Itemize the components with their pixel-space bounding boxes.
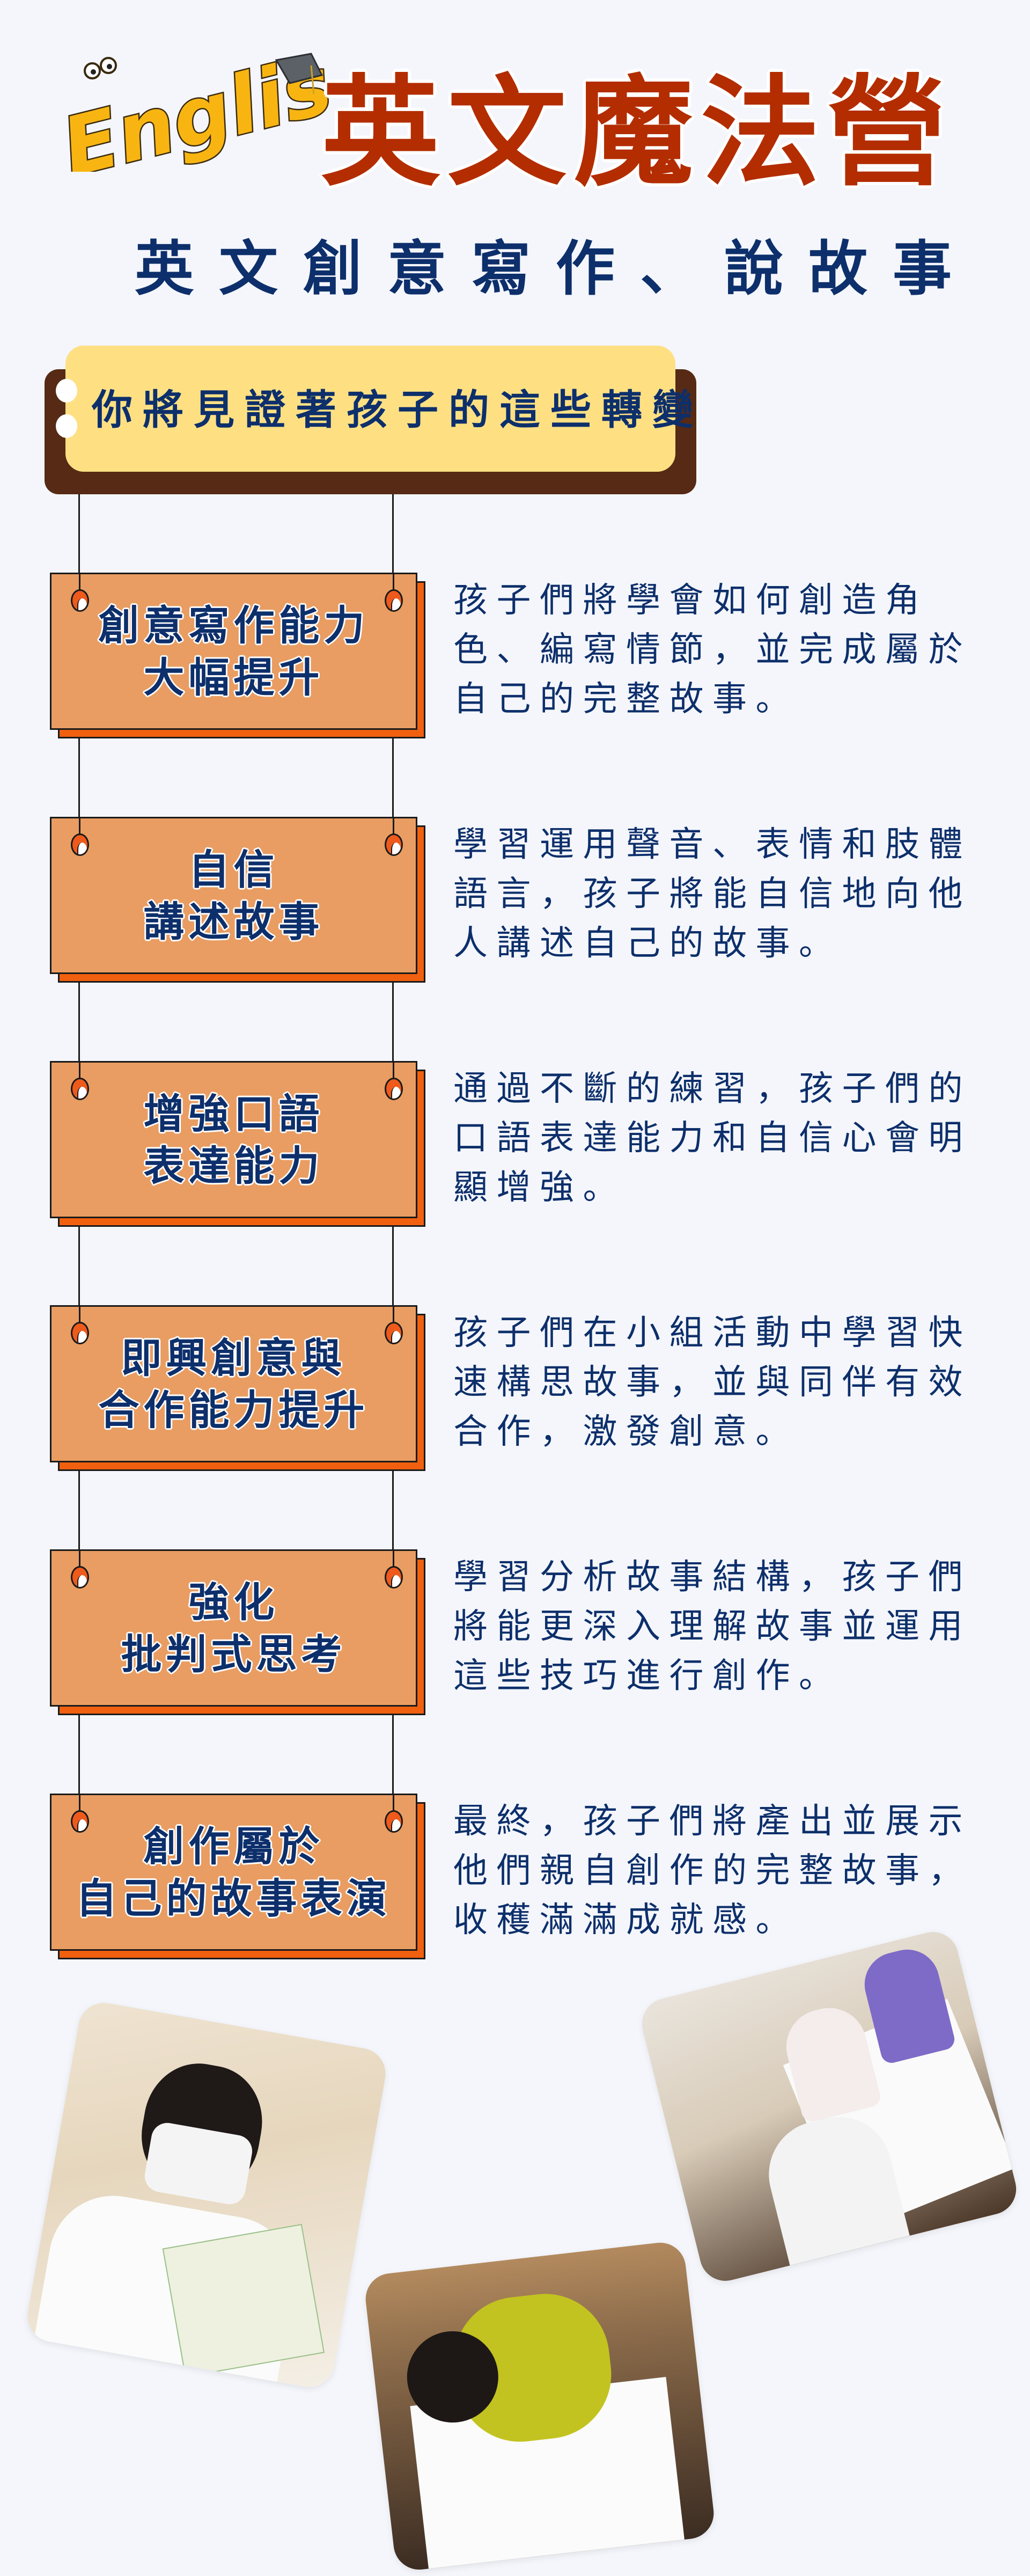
- outcome-description-line: 這些技巧進行創作。: [453, 1656, 842, 1696]
- rivet-left-icon: [71, 1078, 89, 1100]
- rivet-right-icon: [385, 1078, 403, 1100]
- rope-segment: [79, 1549, 80, 1568]
- outcome-description: 孩子們在小組活動中學習快速構思故事，並與同伴有效合作，激發創意。: [453, 1308, 1011, 1457]
- outcome-description-line: 口語表達能力和自信心會明: [453, 1118, 972, 1158]
- rivet-right-icon: [385, 1566, 403, 1589]
- outcome-description-line: 通過不斷的練習，孩子們的: [453, 1069, 972, 1109]
- photo-figure-girl: [778, 2000, 882, 2124]
- graduation-cap-icon: [275, 53, 323, 94]
- outcome-description-line: 色、編寫情節，並完成屬於: [453, 630, 972, 670]
- outcome-title-line: 增強口語: [143, 1089, 324, 1138]
- rope-segment: [393, 1549, 394, 1568]
- outcome-description-line: 顯增強。: [453, 1168, 626, 1208]
- rope-segment: [79, 1061, 80, 1079]
- outcome-title-line: 強化: [188, 1578, 279, 1626]
- photo-drawing: [162, 2223, 325, 2378]
- outcome-title-line: 大幅提升: [143, 653, 324, 701]
- outcome-description-line: 速構思故事，並與同伴有效: [453, 1363, 972, 1402]
- outcome-card: 增強口語表達能力: [50, 1061, 417, 1218]
- page-subtitle: 英文創意寫作、說故事: [135, 235, 977, 303]
- outcome-description: 最終，孩子們將產出並展示他們親自創作的完整故事， 收穫滿滿成就感。: [453, 1797, 1011, 1945]
- outcome-description-line: 將能更深入理解故事並運用: [453, 1607, 972, 1646]
- outcome-title-line: 批判式思考: [121, 1630, 347, 1678]
- outcome-card: 創意寫作能力大幅提升: [50, 573, 417, 730]
- outcome-card: 即興創意與合作能力提升: [50, 1305, 417, 1462]
- outcome-card: 強化批判式思考: [50, 1549, 417, 1707]
- rivet-left-icon: [71, 1566, 89, 1589]
- outcome-description: 通過不斷的練習，孩子們的口語表達能力和自信心會明顯增強。: [453, 1064, 1011, 1212]
- logo-text: English: [53, 32, 333, 172]
- banner-dot: [56, 379, 77, 402]
- outcome-title-line: 講述故事: [143, 897, 324, 946]
- page-title: 英文魔法營: [321, 64, 954, 202]
- rope-segment: [393, 573, 394, 591]
- outcome-description-line: 學習分析故事結構，孩子們: [453, 1557, 972, 1597]
- outcome-description: 學習運用聲音、表情和肢體語言，孩子將能自信地向他人講述自己的故事。: [453, 820, 1011, 968]
- banner-dot: [56, 414, 77, 438]
- english-logo: English: [52, 32, 333, 172]
- rivet-left-icon: [71, 1322, 89, 1344]
- rope-segment: [79, 573, 80, 591]
- outcome-description-line: 收穫滿滿成就感。: [453, 1900, 799, 1940]
- outcome-title-line: 自己的故事表演: [76, 1874, 392, 1922]
- outcome-description-line: 人講述自己的故事。: [453, 924, 842, 963]
- photo-boy-writing-poster: [363, 2240, 717, 2573]
- outcome-title-line: 創作屬於: [143, 1822, 324, 1870]
- rope-segment: [393, 1061, 394, 1079]
- banner: [65, 346, 675, 472]
- outcome-title-line: 合作能力提升: [98, 1386, 369, 1434]
- banner-heading: 你將見證著孩子的這些轉變: [92, 386, 703, 434]
- rivet-right-icon: [385, 833, 403, 856]
- rope-segment: [79, 817, 80, 835]
- outcome-title-line: 即興創意與: [121, 1334, 347, 1382]
- outcome-description-line: 語言，孩子將能自信地向他: [453, 874, 972, 914]
- outcome-description: 學習分析故事結構，孩子們將能更深入理解故事並運用這些技巧進行創作。: [453, 1553, 1011, 1701]
- rope-segment: [393, 1305, 394, 1323]
- rope-segment: [393, 817, 394, 835]
- outcome-description-line: 自己的完整故事。: [453, 679, 799, 719]
- photo-kids-group-poster: [636, 1926, 1022, 2287]
- outcome-description-line: 孩子們將學會如何創造角: [453, 581, 929, 620]
- rope-segment: [393, 1794, 394, 1812]
- outcome-description-line: 最終，孩子們將產出並展示: [453, 1802, 972, 1841]
- outcome-title-line: 表達能力: [143, 1141, 324, 1190]
- rivet-right-icon: [385, 1810, 403, 1833]
- rivet-left-icon: [71, 589, 89, 612]
- rivet-left-icon: [71, 833, 89, 856]
- rivet-right-icon: [385, 1322, 403, 1344]
- rope-segment: [79, 1305, 80, 1323]
- rivet-right-icon: [385, 589, 403, 612]
- outcome-description-line: 學習運用聲音、表情和肢體: [453, 825, 972, 865]
- outcome-description-line: 合作，激發創意。: [453, 1412, 799, 1452]
- outcome-description: 孩子們將學會如何創造角色、編寫情節，並完成屬於自己的完整故事。: [453, 576, 1011, 724]
- rivet-left-icon: [71, 1810, 89, 1833]
- outcome-description-line: 他們親自創作的完整故事，: [453, 1851, 972, 1891]
- outcome-card: 自信講述故事: [50, 817, 417, 974]
- outcome-card: 創作屬於自己的故事表演: [50, 1794, 417, 1951]
- rope-segment: [79, 1794, 80, 1812]
- outcome-title-line: 創意寫作能力: [98, 601, 369, 649]
- outcome-title-line: 自信: [188, 845, 279, 894]
- outcome-description-line: 孩子們在小組活動中學習快: [453, 1313, 972, 1353]
- photo-boy-holding-drawing: [23, 1999, 390, 2391]
